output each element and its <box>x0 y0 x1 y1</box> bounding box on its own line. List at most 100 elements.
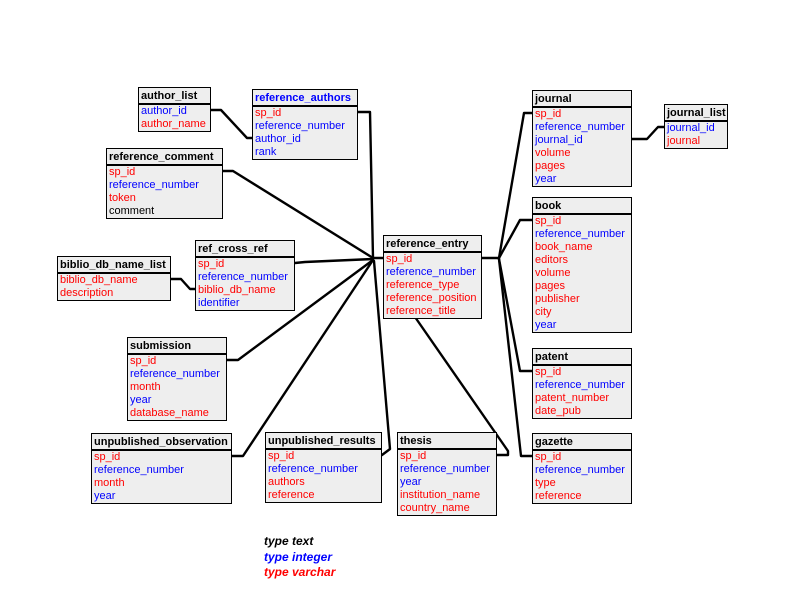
field-book-volume: volume <box>535 267 571 279</box>
field-reference_authors-reference_number: reference_number <box>255 120 345 132</box>
connection-reference_entry-to-gazette <box>497 257 534 458</box>
table-title-biblio_db_name_list: biblio_db_name_list <box>58 257 170 274</box>
field-gazette-reference_number: reference_number <box>535 464 625 476</box>
field-journal-pages: pages <box>535 160 565 172</box>
field-thesis-sp_id: sp_id <box>400 450 427 462</box>
field-journal-volume: volume <box>535 147 571 159</box>
legend-item-text: type text <box>264 534 314 548</box>
field-journal_list-journal_id: journal_id <box>667 122 715 134</box>
table-title-unpublished_observation: unpublished_observation <box>92 434 231 451</box>
field-ref_cross_ref-sp_id: sp_id <box>198 258 225 270</box>
table-title-patent: patent <box>533 349 631 366</box>
field-biblio_db_name_list-biblio_db_name: biblio_db_name <box>60 274 138 286</box>
field-thesis-country_name: country_name <box>400 502 470 514</box>
field-patent-patent_number: patent_number <box>535 392 609 404</box>
field-reference_entry-reference_number: reference_number <box>386 266 476 278</box>
field-book-city: city <box>535 306 552 318</box>
field-submission-year: year <box>130 394 152 406</box>
field-gazette-sp_id: sp_id <box>535 451 562 463</box>
field-book-year: year <box>535 319 557 331</box>
field-reference_comment-reference_number: reference_number <box>109 179 199 191</box>
field-reference_entry-reference_position: reference_position <box>386 292 477 304</box>
field-submission-database_name: database_name <box>130 407 209 419</box>
legend-item-integer: type integer <box>264 549 333 564</box>
field-reference_entry-reference_type: reference_type <box>386 279 460 291</box>
field-journal-reference_number: reference_number <box>535 121 625 133</box>
field-unpublished_observation-reference_number: reference_number <box>94 464 184 476</box>
connection-reference_authors-to-reference_entry <box>356 110 385 260</box>
field-book-editors: editors <box>535 254 569 266</box>
field-reference_authors-author_id: author_id <box>255 133 301 145</box>
field-gazette-type: type <box>535 477 556 489</box>
field-unpublished_results-authors: authors <box>268 476 305 488</box>
field-gazette-reference: reference <box>535 490 582 502</box>
connection-journal-to-journal_list <box>630 125 666 141</box>
connection-reference_entry-to-journal <box>497 111 534 260</box>
field-journal-sp_id: sp_id <box>535 108 562 120</box>
field-book-publisher: publisher <box>535 293 580 305</box>
field-reference_comment-token: token <box>109 192 136 204</box>
field-submission-sp_id: sp_id <box>130 355 157 367</box>
table-title-journal: journal <box>533 91 631 108</box>
field-author_list-author_id: author_id <box>141 105 187 117</box>
field-unpublished_observation-month: month <box>94 477 125 489</box>
table-title-ref_cross_ref: ref_cross_ref <box>196 241 294 258</box>
field-unpublished_results-reference_number: reference_number <box>268 463 358 475</box>
field-unpublished_observation-sp_id: sp_id <box>94 451 121 463</box>
field-book-sp_id: sp_id <box>535 215 562 227</box>
connection-biblio_db_name_list-to-ref_cross_ref <box>169 277 197 291</box>
field-book-pages: pages <box>535 280 565 292</box>
field-reference_entry-reference_title: reference_title <box>386 305 456 317</box>
field-patent-reference_number: reference_number <box>535 379 625 391</box>
connection-ref_cross_ref-to-reference_entry <box>293 257 375 265</box>
field-book-book_name: book_name <box>535 241 593 253</box>
table-title-reference_authors: reference_authors <box>253 90 357 107</box>
field-thesis-reference_number: reference_number <box>400 463 490 475</box>
field-ref_cross_ref-biblio_db_name: biblio_db_name <box>198 284 276 296</box>
field-journal-year: year <box>535 173 557 185</box>
field-journal_list-journal: journal <box>667 135 701 147</box>
table-title-reference_comment: reference_comment <box>107 149 222 166</box>
table-title-book: book <box>533 198 631 215</box>
legend-item-varchar: type varchar <box>264 565 336 579</box>
field-biblio_db_name_list-description: description <box>60 287 114 299</box>
field-author_list-author_name: author_name <box>141 118 206 130</box>
field-ref_cross_ref-identifier: identifier <box>198 297 240 309</box>
field-reference_authors-rank: rank <box>255 146 277 158</box>
connection-author_list-to-reference_authors <box>209 108 254 140</box>
field-reference_entry-sp_id: sp_id <box>386 253 413 265</box>
field-unpublished_results-sp_id: sp_id <box>268 450 295 462</box>
field-patent-date_pub: date_pub <box>535 405 581 417</box>
table-title-author_list: author_list <box>139 88 210 105</box>
field-journal-journal_id: journal_id <box>535 134 583 146</box>
field-reference_authors-sp_id: sp_id <box>255 107 282 119</box>
field-reference_comment-comment: comment <box>109 205 155 217</box>
table-title-unpublished_results: unpublished_results <box>266 433 381 450</box>
field-submission-month: month <box>130 381 161 393</box>
table-title-journal_list: journal_list <box>665 105 727 122</box>
field-unpublished_results-reference: reference <box>268 489 315 501</box>
table-title-thesis: thesis <box>398 433 496 450</box>
field-reference_comment-sp_id: sp_id <box>109 166 136 178</box>
field-thesis-year: year <box>400 476 422 488</box>
field-unpublished_observation-year: year <box>94 490 116 502</box>
table-title-submission: submission <box>128 338 226 355</box>
table-title-gazette: gazette <box>533 434 631 451</box>
field-submission-reference_number: reference_number <box>130 368 220 380</box>
connection-reference_entry-to-patent <box>497 257 534 373</box>
